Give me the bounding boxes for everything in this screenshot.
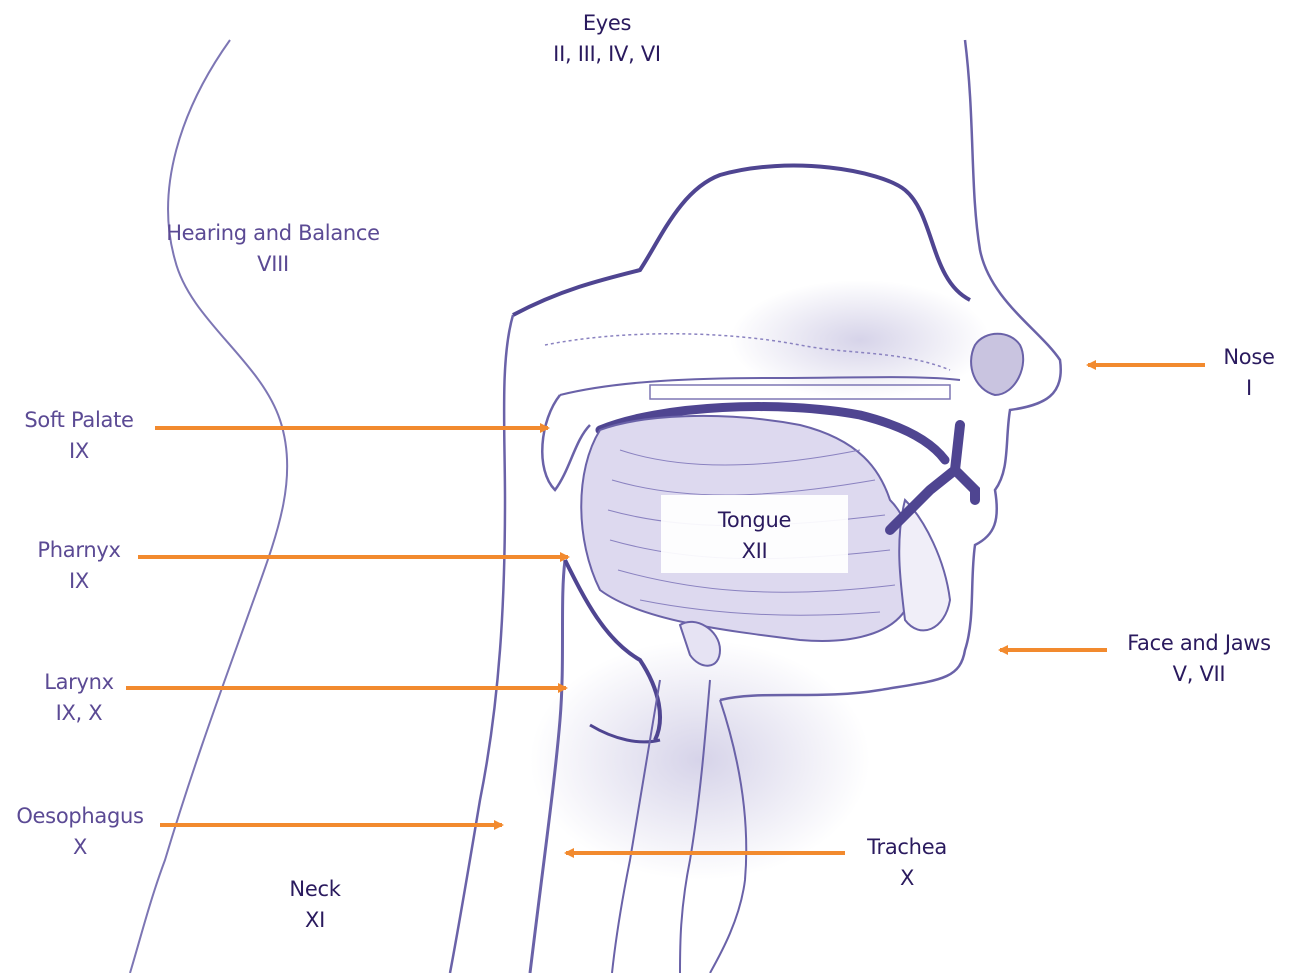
- label-soft-palate: Soft Palate IX: [10, 405, 148, 467]
- label-trachea-name: Trachea: [850, 832, 964, 863]
- nostril: [971, 334, 1023, 395]
- pharynx-wall: [450, 315, 513, 973]
- label-face-jaws-nerves: V, VII: [1110, 659, 1288, 690]
- label-neck-name: Neck: [262, 874, 368, 905]
- label-eyes: Eyes II, III, IV, VI: [515, 8, 699, 70]
- label-neck: Neck XI: [262, 874, 368, 936]
- label-tongue-name: Tongue: [661, 505, 848, 536]
- label-tongue-nerves: XII: [661, 536, 848, 567]
- label-oesophagus: Oesophagus X: [4, 801, 156, 863]
- label-hearing-name: Hearing and Balance: [148, 218, 398, 249]
- label-tongue: Tongue XII: [661, 505, 848, 567]
- label-nose-nerves: I: [1206, 373, 1292, 404]
- label-face-jaws-name: Face and Jaws: [1110, 628, 1288, 659]
- label-pharnyx-nerves: IX: [22, 566, 136, 597]
- label-larynx-name: Larynx: [20, 667, 138, 698]
- throat-shading: [530, 640, 870, 880]
- label-hearing: Hearing and Balance VIII: [148, 218, 398, 280]
- label-hearing-nerves: VIII: [148, 249, 398, 280]
- label-oesophagus-nerves: X: [4, 832, 156, 863]
- label-soft-palate-name: Soft Palate: [10, 405, 148, 436]
- label-nose-name: Nose: [1206, 342, 1292, 373]
- label-eyes-name: Eyes: [515, 8, 699, 39]
- label-pharnyx-name: Pharnyx: [22, 535, 136, 566]
- label-pharnyx: Pharnyx IX: [22, 535, 136, 597]
- label-face-jaws: Face and Jaws V, VII: [1110, 628, 1288, 690]
- label-soft-palate-nerves: IX: [10, 436, 148, 467]
- label-trachea-nerves: X: [850, 863, 964, 894]
- label-oesophagus-name: Oesophagus: [4, 801, 156, 832]
- label-larynx: Larynx IX, X: [20, 667, 138, 729]
- lips-dark: [890, 425, 975, 530]
- label-nose: Nose I: [1206, 342, 1292, 404]
- label-trachea: Trachea X: [850, 832, 964, 894]
- label-eyes-nerves: II, III, IV, VI: [515, 39, 699, 70]
- label-neck-nerves: XI: [262, 905, 368, 936]
- label-larynx-nerves: IX, X: [20, 698, 138, 729]
